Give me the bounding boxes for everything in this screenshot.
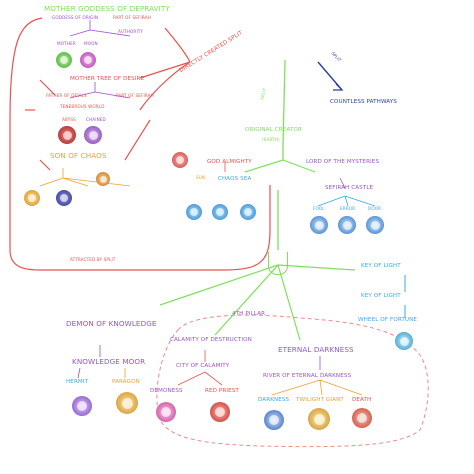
part-of-sefirah-2-label: PART OF SEFIRAH (116, 93, 154, 98)
abyss-emblem-icon (58, 126, 76, 144)
door-emblem-icon (366, 216, 384, 234)
mother-label: MOTHER (57, 41, 76, 46)
countless-pathways-label: COUNTLESS PATHWAYS (330, 99, 397, 105)
demoness-emblem-icon (156, 402, 176, 422)
city-of-calamity-label: CITY OF CALAMITY (176, 363, 230, 369)
funnel-node (268, 252, 288, 275)
chaos-emblem-3-icon (96, 172, 110, 186)
hermit-label: HERMIT (66, 379, 89, 385)
son-of-chaos-label: SON OF CHAOS (50, 151, 107, 160)
mother-tree-label: MOTHER TREE OF DESIRE (70, 76, 145, 82)
father-of-devils-label: FATHER OF DEVILS (46, 93, 87, 98)
chaos-sea-emblem-2-icon (212, 204, 228, 220)
chained-emblem-icon (84, 126, 102, 144)
part-of-sefirah-label: PART OF SEFIRAH (113, 15, 151, 20)
god-almighty-emblem-icon (172, 152, 188, 168)
darkness-label: DARKNESS (258, 397, 290, 403)
error-label: ERROR (340, 206, 356, 211)
door-label: DOOR (368, 206, 382, 211)
wheel-of-fortune-emblem-icon (395, 332, 413, 350)
key-of-light-1-label: KEY OF LIGHT (361, 263, 401, 269)
red-priest-emblem-icon (210, 402, 230, 422)
lord-of-mysteries-label: LORD OF THE MYSTERIES (306, 159, 380, 165)
demon-of-knowledge-label: DEMON OF KNOWLEDGE (66, 319, 157, 328)
sun-label: SUN (196, 175, 206, 180)
chaos-sea-emblem-3-icon (240, 204, 256, 220)
chaos-emblem-2-icon (56, 190, 72, 206)
wheel-of-fortune-label: WHEEL OF FORTUNE (358, 317, 418, 323)
mother-goddess-label: MOTHER GODDESS OF DEPRAVITY (44, 4, 170, 13)
key-of-light-2-label: KEY OF LIGHT (361, 293, 401, 299)
mother-emblem-icon (56, 52, 72, 68)
moon-emblem-icon (80, 52, 96, 68)
death-emblem-icon (352, 408, 372, 428)
death-label: DEATH (352, 397, 372, 403)
authority-label: AUTHORITY (118, 29, 144, 34)
darkness-emblem-icon (264, 410, 284, 430)
goddess-of-origin-label: GODDESS OF ORIGIN (52, 15, 99, 20)
demoness-label: DEMONESS (150, 388, 183, 394)
river-of-eternal-darkness-label: RIVER OF ETERNAL DARKNESS (263, 373, 352, 379)
calamity-of-destruction-label: CALAMITY OF DESTRUCTION (170, 337, 252, 343)
earth-label: (EARTH) (262, 137, 280, 142)
moon-label: MOON (84, 41, 98, 46)
attracted-by-split-label: ATTRACTED BY SPLIT (70, 257, 116, 262)
chaos-emblem-1-icon (24, 190, 40, 206)
hermit-emblem-icon (72, 396, 92, 416)
paragon-label: PARAGON (112, 379, 140, 385)
god-almighty-label: GOD ALMIGHTY (207, 159, 252, 165)
fool-label: FOOL (313, 206, 325, 211)
tenebrous-world-label: TENEBROUS WORLD (60, 104, 105, 109)
twilight-giant-emblem-icon (308, 408, 330, 430)
chaos-sea-emblem-1-icon (186, 204, 202, 220)
knowledge-moor-label: KNOWLEDGE MOOR (72, 357, 146, 366)
fourth-pillar-label: 4TH PILLAR (232, 311, 266, 317)
paragon-emblem-icon (116, 392, 138, 414)
eternal-darkness-label: ETERNAL DARKNESS (278, 345, 354, 354)
sefirah-castle-label: SEFIRAH CASTLE (325, 185, 374, 191)
original-creator-label: ORIGINAL CREATOR (245, 127, 302, 133)
fool-emblem-icon (310, 216, 328, 234)
chaos-sea-label: CHAOS SEA (218, 176, 252, 182)
chained-label: CHAINED (86, 117, 106, 122)
error-emblem-icon (338, 216, 356, 234)
abyss-label: ABYSS (62, 117, 76, 122)
red-priest-label: RED PRIEST (205, 388, 239, 394)
twilight-giant-label: TWILIGHT GIANT (296, 397, 344, 403)
